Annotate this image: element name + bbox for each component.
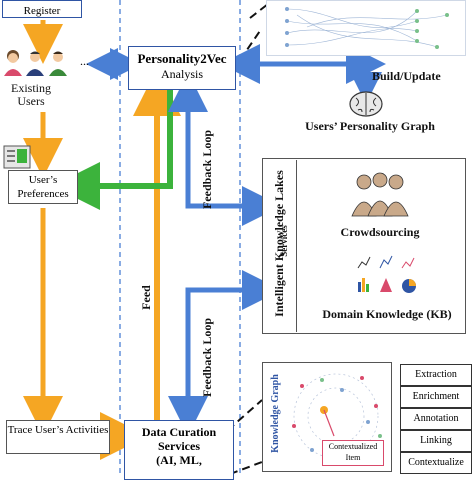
build-update-label: Build/Update — [372, 69, 441, 83]
data-curation-box[interactable]: Data Curation Services (AI, ML, — [124, 420, 234, 480]
preferences-label: User’s Preferences — [17, 174, 69, 200]
callout-line-top-right — [249, 3, 269, 19]
existing-users-label: Existing Users — [10, 81, 51, 109]
contextualized-item-box: Contextualized Item — [322, 440, 384, 466]
preferences-icon — [2, 144, 34, 170]
feedback-loop-bottom-label: Feedback Loop — [200, 317, 215, 398]
domain-chart-icons — [356, 252, 420, 296]
personality-graph-label: Users’ Personality Graph — [305, 119, 435, 133]
ikl-label-strip — [264, 160, 297, 332]
personality-graph-thumbnail — [266, 0, 466, 56]
arrow-feedback-loop-bottom — [168, 270, 282, 436]
register-label: Register — [23, 5, 61, 17]
feed-label: Feed — [138, 285, 153, 310]
dcs-subtitle: (AI, ML, — [156, 453, 202, 467]
existing-users-group: ... — [2, 46, 102, 80]
avatar-1 — [4, 50, 22, 76]
personality2vec-box[interactable]: Personality2Vec Analysis — [128, 46, 236, 90]
register-box[interactable]: Register — [2, 0, 82, 18]
brain-icon — [348, 90, 384, 118]
contextualized-item-label: Contextualized Item — [328, 442, 378, 462]
trace-activities-box[interactable]: Trace User’s Activities — [6, 420, 110, 454]
service-enrichment[interactable]: Enrichment — [400, 386, 472, 408]
feedback-loop-top-label: Feedback Loop — [200, 129, 215, 210]
callout-line-bottom2 — [229, 461, 263, 474]
arrow-feedback-loop-top — [168, 72, 282, 226]
avatar-3 — [49, 51, 67, 76]
avatar-2 — [26, 51, 44, 76]
trace-activities-label: Trace User’s Activities — [7, 424, 109, 436]
dcs-title: Data Curation Services — [141, 425, 217, 453]
callout-line-top — [239, 27, 263, 61]
service-extraction[interactable]: Extraction — [400, 364, 472, 386]
p2v-subtitle: Analysis — [161, 67, 203, 81]
user-avatars-icon — [4, 50, 67, 76]
service-annotation[interactable]: Annotation — [400, 408, 472, 430]
kg-label: Knowledge Graph — [269, 374, 281, 453]
domain-knowledge-label: Domain Knowledge (KB) — [322, 307, 452, 321]
crowd-icon — [350, 172, 410, 220]
ikl-subtitle: Services — [278, 225, 289, 257]
service-contextualize[interactable]: Contextualize — [400, 452, 472, 474]
p2v-title: Personality2Vec — [137, 51, 227, 66]
service-linking[interactable]: Linking — [400, 430, 472, 452]
users-ellipsis: ... — [80, 54, 89, 68]
crowdsourcing-label: Crowdsourcing — [340, 225, 420, 239]
preferences-box[interactable]: User’s Preferences — [8, 170, 78, 204]
